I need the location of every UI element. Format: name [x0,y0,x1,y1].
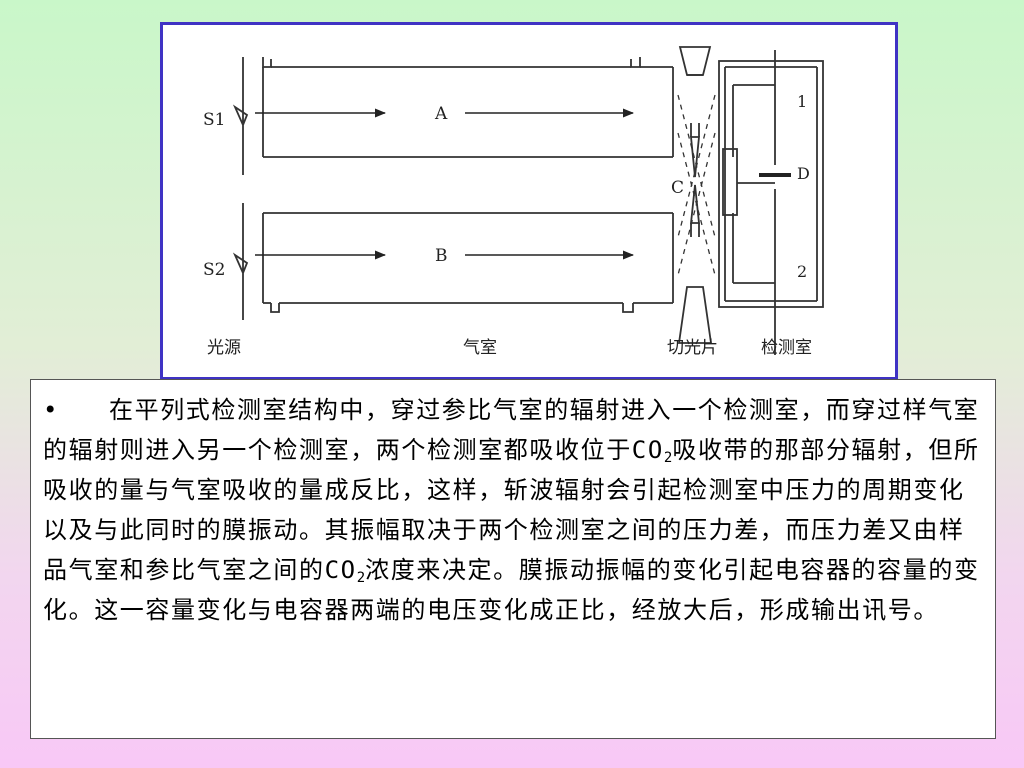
analyzer-diagram: S1 S2 A B C D 1 2 光源 气室 切光片 检测室 [203,46,824,358]
label-light-source: 光源 [207,338,241,358]
chopper [677,46,713,344]
beam-cross-lines [677,94,716,276]
label-2: 2 [797,262,807,281]
light-source-s1 [232,57,249,175]
label-detector: 检测室 [761,338,812,358]
label-chopper: 切光片 [667,338,718,358]
label-c: C [671,178,684,198]
label-s2: S2 [203,260,225,280]
gas-tube-upper [262,57,674,158]
paragraph-segment-1: 在平列式检测室结构中，穿过参比气室的辐射进入一个检测室，而穿过样气室的辐射则进入… [43,396,980,464]
co2-subscript-1: 2 [663,450,673,466]
label-1: 1 [797,92,807,111]
paragraph-segment-3: 浓度来决定。膜振动振幅的变化引起电容器的容量的变化。这一容量变化与电容器两端的电… [43,556,980,624]
description-textbox: •在平列式检测室结构中，穿过参比气室的辐射进入一个检测室，而穿过样气室的辐射则进… [30,379,996,739]
label-gas-chamber: 气室 [463,338,497,358]
paragraph-segment-2: 吸收带的那部分辐射，但所吸收的量与气室吸收的量成反比，这样，斩波辐射会引起检测室… [43,436,980,584]
description-paragraph: •在平列式检测室结构中，穿过参比气室的辐射进入一个检测室，而穿过样气室的辐射则进… [43,390,983,630]
label-b: B [435,246,448,266]
light-source-s2 [232,203,249,320]
co2-subscript-2: 2 [356,570,366,586]
label-s1: S1 [203,110,225,130]
analyzer-diagram-panel: S1 S2 A B C D 1 2 光源 气室 切光片 检测室 [160,22,898,380]
detector-chamber [718,50,824,355]
capacitor-electrode [722,148,775,216]
label-d: D [797,164,810,183]
label-a: A [434,104,448,124]
bullet: • [43,396,60,424]
gas-tube-lower [262,212,674,313]
